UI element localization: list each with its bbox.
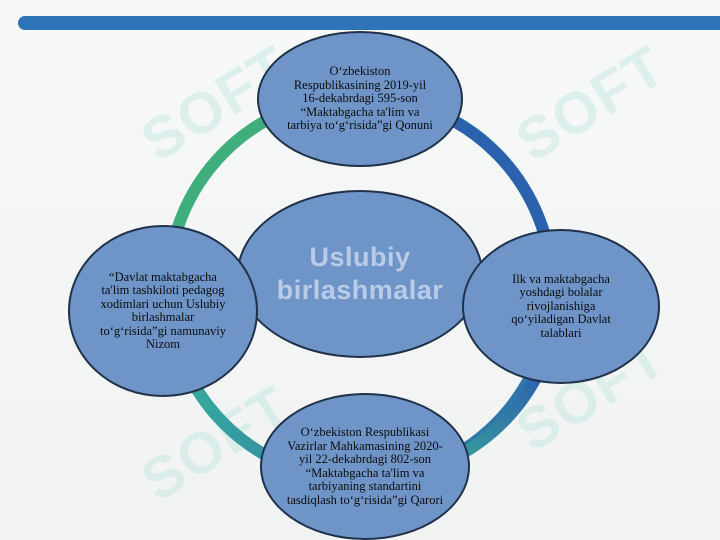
top-accent-bar: [18, 16, 720, 30]
node-right: Ilk va maktabgacha yoshdagi bolalar rivo…: [462, 229, 660, 384]
node-top-text: O‘zbekiston Respublikasining 2019-yil 16…: [287, 64, 433, 133]
node-bottom: O‘zbekiston Respublikasi Vazirlar Mahkam…: [260, 393, 470, 540]
center-node: Uslubiy birlashmalar: [237, 190, 483, 358]
node-top: O‘zbekiston Respublikasining 2019-yil 16…: [257, 31, 463, 167]
center-label: Uslubiy birlashmalar: [276, 242, 444, 305]
node-right-text: Ilk va maktabgacha yoshdagi bolalar rivo…: [511, 271, 611, 340]
node-bottom-text: O‘zbekiston Respublikasi Vazirlar Mahkam…: [286, 425, 444, 507]
node-left: “Davlat maktabgacha ta'lim tashkiloti pe…: [68, 225, 258, 397]
node-left-text: “Davlat maktabgacha ta'lim tashkiloti pe…: [99, 269, 226, 351]
